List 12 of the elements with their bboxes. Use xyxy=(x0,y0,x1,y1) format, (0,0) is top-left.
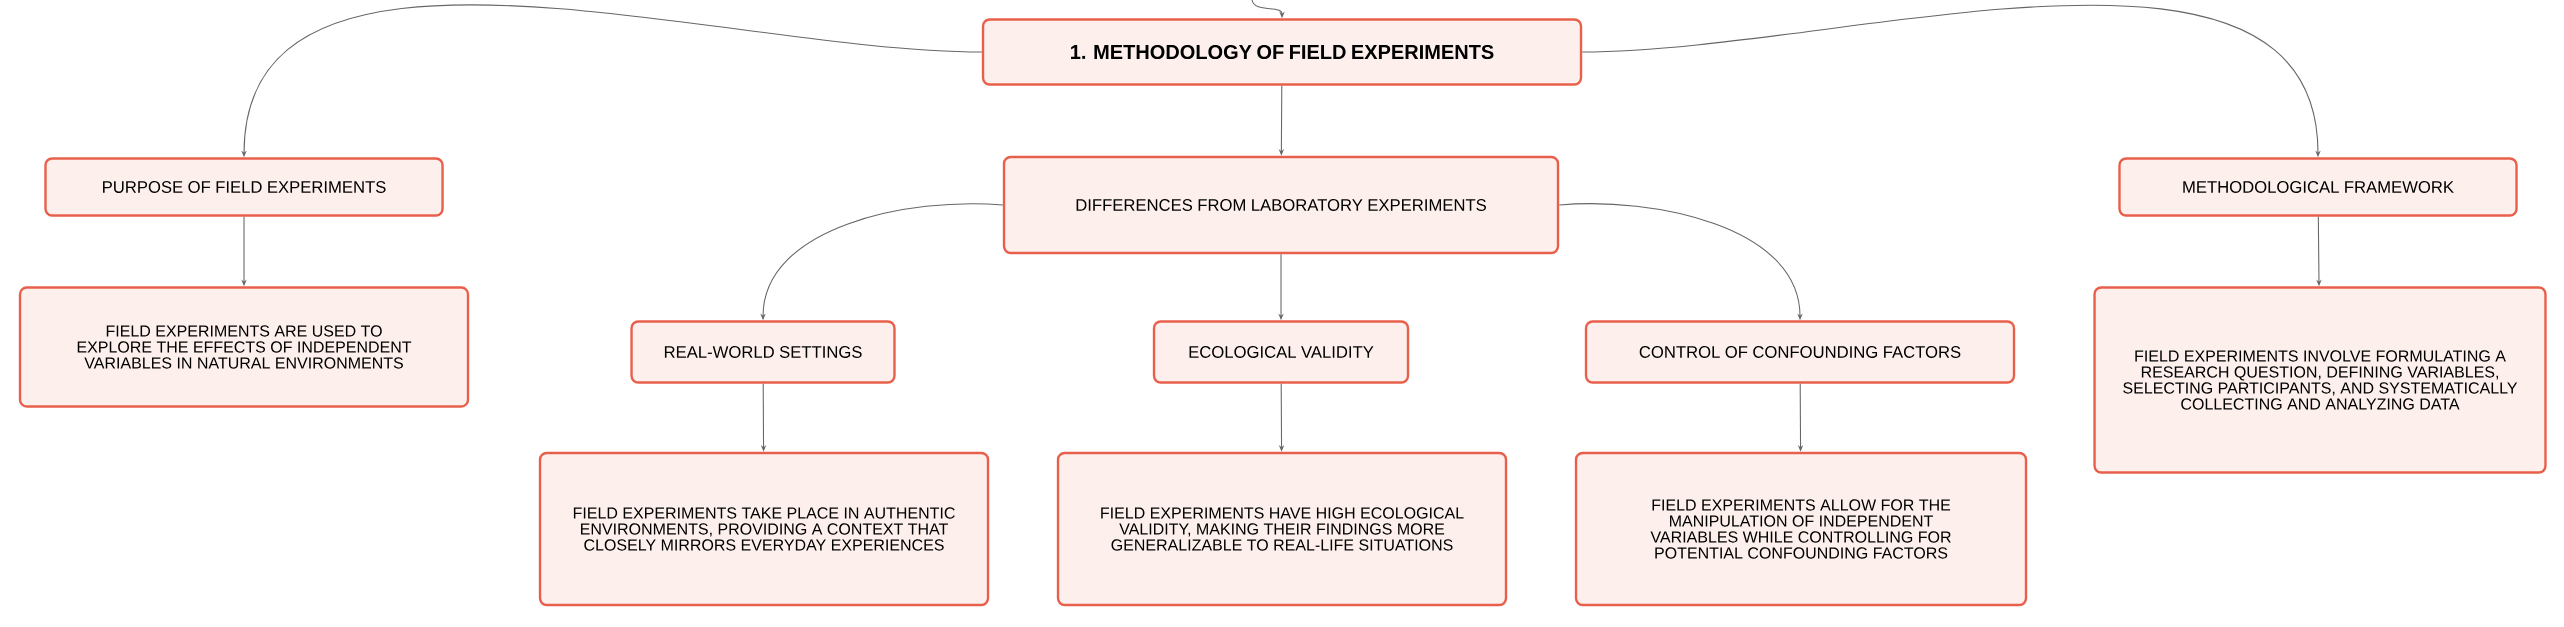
description-box: FIELD EXPERIMENTS TAKE PLACE IN AUTHENTIC ENVIRONMENTS, PROVIDING A CONTEXT THAT CLOSELY MIRRORS EVERYDAY EXPERIENCES xyxy=(538,451,990,607)
topic-box: CONTROL OF CONFOUNDING FACTORS xyxy=(1584,320,2016,384)
description-box: FIELD EXPERIMENTS ALLOW FOR THE MANIPULATION OF INDEPENDENT VARIABLES WHILE CONTROLLING FOR POTENTIAL CONFOUNDING FACTORS xyxy=(1574,451,2028,607)
topic-box: REAL-WORLD SETTINGS xyxy=(630,320,896,384)
description-box: FIELD EXPERIMENTS INVOLVE FORMULATING A RESEARCH QUESTION, DEFINING VARIABLES, SELECTING PARTICIPANTS, AND SYSTEMATICALLY COLLECTING AND ANALYZING DATA xyxy=(2093,286,2547,474)
topic-box: PURPOSE OF FIELD EXPERIMENTS xyxy=(44,157,444,217)
description-box: FIELD EXPERIMENTS HAVE HIGH ECOLOGICAL VALIDITY, MAKING THEIR FINDINGS MORE GENERALIZABLE TO REAL-LIFE SITUATIONS xyxy=(1056,451,1508,607)
topic-box: DIFFERENCES FROM LABORATORY EXPERIMENTS xyxy=(1002,155,1560,255)
topic-box: METHODOLOGICAL FRAMEWORK xyxy=(2118,157,2518,217)
title-box: 1. METHODOLOGY OF FIELD EXPERIMENTS xyxy=(981,18,1583,86)
description-box: FIELD EXPERIMENTS ARE USED TO EXPLORE THE EFFECTS OF INDEPENDENT VARIABLES IN NATURAL ENVIRONMENTS xyxy=(18,286,470,408)
topic-box: ECOLOGICAL VALIDITY xyxy=(1152,320,1410,384)
